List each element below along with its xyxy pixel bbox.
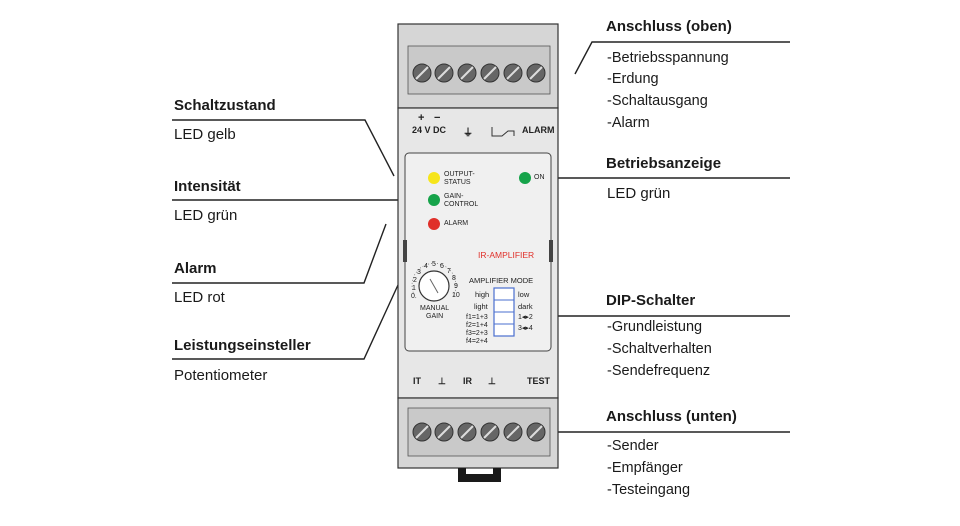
dial-number: 4 [424,263,428,270]
callout-switch-state-title: Schaltzustand [174,97,276,114]
label-ir: IR [463,376,472,386]
callout-item: -Testeingang [607,482,691,498]
dial-number: 8 [452,275,456,282]
callout-operating-indicator-subtitle: LED grün [607,185,671,202]
label-output-status: OUTPUT- STATUS [444,171,475,186]
label-amplifier-mode: AMPLIFIER MODE [469,276,534,285]
ground-icon: ⏚ [463,128,473,139]
callout-alarm-subtitle: LED rot [174,289,225,306]
leader-power-adjuster [172,284,399,360]
label-manual-gain: MANUAL GAIN [420,305,450,320]
callout-power-adjuster-title: Leistungseinsteller [174,337,311,354]
gain-dial [411,263,457,302]
label-24vdc: 24 V DC [412,125,447,135]
label-test: TEST [527,376,551,386]
callout-item: -Schaltausgang [607,93,708,109]
dial-number: 3 [417,269,421,276]
relay-symbol [491,127,515,137]
callout-intensity-subtitle: LED grün [174,207,238,224]
callout-item: -Empfänger [607,460,683,476]
din-rail-clip [458,468,501,482]
label-minus: − [434,112,441,124]
bottom-terminal-screws [412,422,546,442]
dip-switch-block [493,287,515,337]
led-alarm [428,218,440,230]
callout-bottom-connector-title: Anschluss (unten) [606,408,737,425]
led-output-status [428,172,440,184]
dial-number: 0 [411,293,415,300]
ground-icon: ⊥ [488,376,496,386]
leader-switch-state [172,119,395,177]
leader-top-connector [574,41,790,75]
freq-extra-2: f4=2+4 [466,338,488,345]
dip-row-4-left: f2=1+4 [466,322,488,329]
top-terminal-screws [412,63,546,83]
callout-item: -Grundleistung [607,319,703,335]
dial-number: 7 [447,268,451,275]
callout-operating-indicator-title: Betriebsanzeige [606,155,722,172]
callout-item: -Erdung [607,71,659,87]
label-it: IT [413,376,421,386]
dip-row-1-right: low [518,290,530,299]
dial-number: 1 [412,285,416,292]
led-on [519,172,531,184]
leader-alarm [172,223,387,284]
dip-row-2-left: light [474,302,488,311]
label-led-alarm: ALARM [444,220,469,227]
dial-number: 9 [454,283,458,290]
label-gain-control: GAIN- CONTROL [444,193,479,208]
callout-power-adjuster-subtitle: Potentiometer [174,367,268,384]
callout-item: -Sendefrequenz [607,363,711,379]
dip-row-3-right: 1◂▸2 [518,314,533,321]
dip-row-1-left: high [475,290,490,299]
dip-row-2-right: dark [518,302,533,311]
callout-top-connector-title: Anschluss (oben) [606,18,732,35]
callout-item: -Betriebsspannung [607,50,729,66]
label-plus: + [418,112,425,124]
callout-dip-switch-title: DIP-Schalter [606,292,696,309]
callout-switch-state-subtitle: LED gelb [174,126,236,143]
callout-item: -Alarm [607,115,650,131]
dip-row-3-left: f1=1+3 [466,314,488,321]
led-gain-control [428,194,440,206]
dial-number: 10 [452,292,460,299]
callout-intensity-title: Intensität [174,178,241,195]
callout-alarm-title: Alarm [174,260,217,277]
dial-number: 5 [432,261,436,268]
label-model: IR-AMPLIFIER [478,250,535,260]
dip-row-4-right: 3◂▸4 [518,325,533,332]
label-on: ON [534,174,545,181]
label-alarm-terminal: ALARM [522,125,555,135]
callout-item: -Schaltverhalten [607,341,712,357]
freq-extra-1: f3=2+3 [466,330,488,337]
callout-item: -Sender [607,438,659,454]
dial-number: 2 [413,277,417,284]
dial-number: 6 [440,263,444,270]
ground-icon: ⊥ [438,376,446,386]
